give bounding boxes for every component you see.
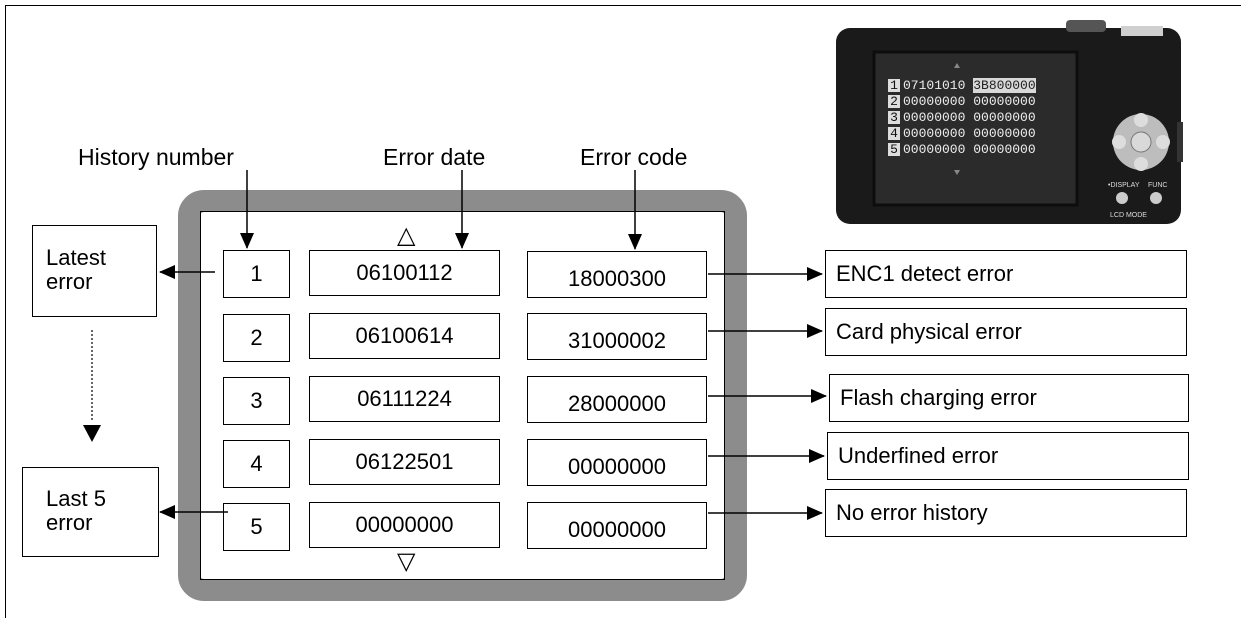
history-number-cell: 1	[223, 250, 290, 298]
error-description: Underfined error	[827, 432, 1189, 480]
camera-row-code: 00000000	[973, 142, 1036, 157]
history-number-cell: 4	[223, 440, 290, 488]
camera-row-number: 2	[888, 95, 900, 108]
camera-row-code: 00000000	[973, 126, 1036, 141]
camera-row-number: 4	[888, 127, 900, 140]
down-arrow-icon	[83, 425, 101, 442]
camera-row-code: 3B800000	[973, 78, 1036, 93]
camera-lcd-mode-label: LCD MODE	[1110, 212, 1147, 219]
error-date-cell: 06100112	[309, 250, 500, 296]
error-description: No error history	[825, 489, 1187, 537]
error-code-header: Error code	[580, 144, 688, 170]
error-code-cell: 00000000	[527, 502, 707, 549]
camera-row-date: 00000000	[903, 94, 966, 109]
camera-display-label: •DISPLAY	[1108, 182, 1140, 189]
error-description: Card physical error	[825, 308, 1187, 356]
history-number-cell: 5	[223, 503, 290, 551]
camera-row-date: 07101010	[903, 78, 966, 93]
camera-photo	[836, 20, 1183, 224]
error-description: Flash charging error	[829, 374, 1189, 422]
camera-row-number: 3	[888, 111, 900, 124]
camera-row-number: 1	[888, 79, 900, 92]
error-date-cell: 06100614	[309, 313, 500, 359]
error-code-cell: 00000000	[527, 439, 707, 486]
error-date-cell: 06122501	[309, 439, 500, 485]
camera-row-number: 5	[888, 143, 900, 156]
scroll-down-icon: ▽	[397, 548, 416, 575]
error-description: ENC1 detect error	[825, 250, 1187, 298]
error-date-cell: 06111224	[309, 376, 500, 422]
error-date-cell: 00000000	[309, 502, 500, 548]
scroll-up-icon: △	[397, 222, 416, 249]
error-date-header: Error date	[383, 144, 486, 170]
camera-row-code: 00000000	[973, 110, 1036, 125]
error-code-cell: 18000300	[527, 251, 707, 298]
history-number-cell: 3	[223, 377, 290, 425]
history-number-cell: 2	[223, 314, 290, 362]
camera-row-code: 00000000	[973, 94, 1036, 109]
camera-row-date: 00000000	[903, 142, 966, 157]
last5-error-label: Last 5 error	[22, 467, 159, 557]
history-number-header: History number	[78, 144, 234, 170]
camera-row-date: 00000000	[903, 126, 966, 141]
camera-row-date: 00000000	[903, 110, 966, 125]
error-code-cell: 31000002	[527, 313, 707, 360]
error-code-cell: 28000000	[527, 376, 707, 423]
camera-func-label: FUNC	[1148, 182, 1168, 189]
latest-error-label: Latest error	[32, 225, 157, 317]
page-border	[5, 5, 1241, 618]
